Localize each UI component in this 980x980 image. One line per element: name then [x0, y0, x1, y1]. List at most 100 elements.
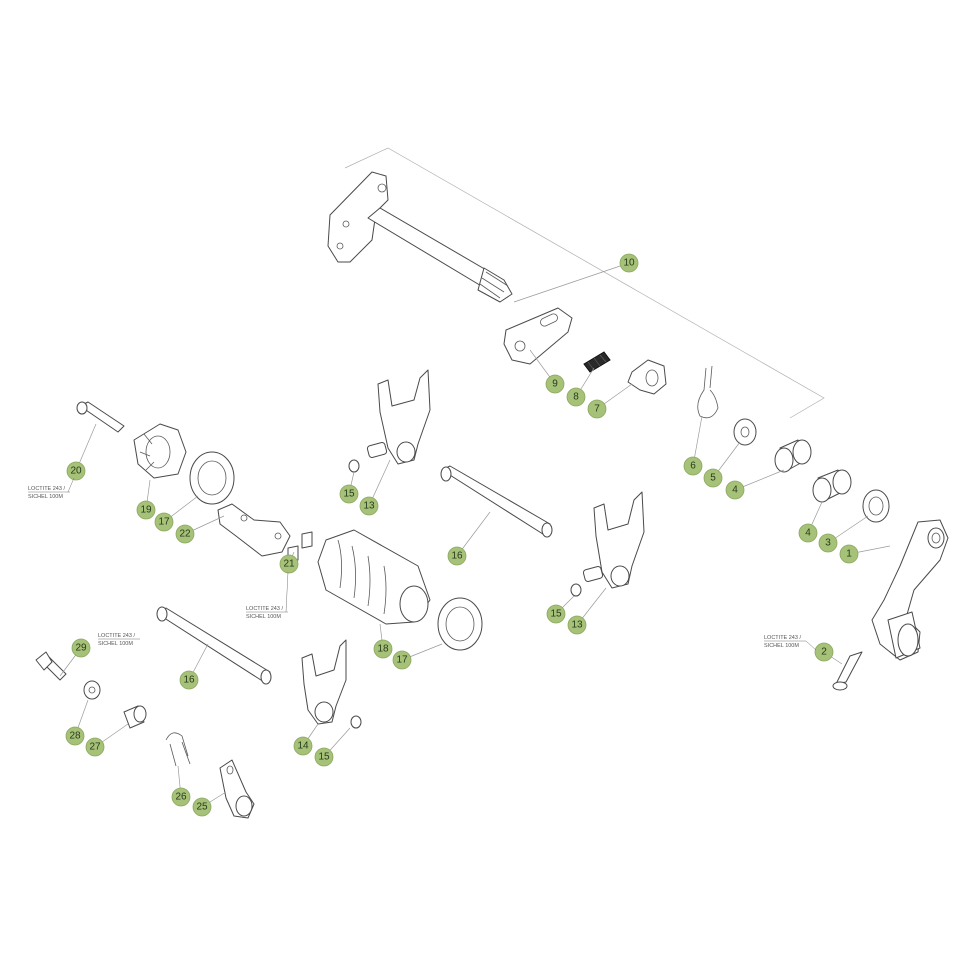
- callout-22[interactable]: 22: [175, 524, 195, 544]
- note-line-1: LOCTITE 243 /: [764, 635, 801, 641]
- callout-17a[interactable]: 17: [154, 512, 174, 532]
- callout-20[interactable]: 20: [66, 461, 86, 481]
- callout-label: 26: [175, 792, 187, 803]
- callout-label: 21: [283, 559, 295, 570]
- lever-25: [219, 759, 255, 819]
- spring: [583, 351, 611, 373]
- callout-4b[interactable]: 4: [725, 480, 745, 500]
- callout-label: 4: [805, 528, 811, 539]
- shift-drum: [317, 529, 431, 625]
- clip-26: [165, 732, 191, 767]
- callout-18[interactable]: 18: [373, 639, 393, 659]
- callout-label: 14: [297, 741, 309, 752]
- note-line-2: SICHEL 100M: [246, 614, 281, 620]
- callout-label: 15: [550, 609, 562, 620]
- callout-8[interactable]: 8: [566, 387, 586, 407]
- callout-25[interactable]: 25: [192, 797, 212, 817]
- callout-4a[interactable]: 4: [798, 523, 818, 543]
- callout-label: 17: [396, 655, 408, 666]
- callout-7[interactable]: 7: [587, 399, 607, 419]
- loctite-note-29: LOCTITE 243 / SICHEL 100M: [98, 633, 140, 647]
- callout-label: 29: [75, 643, 87, 654]
- callout-28[interactable]: 28: [65, 726, 85, 746]
- callout-label: 20: [70, 466, 82, 477]
- callout-21[interactable]: 21: [279, 554, 299, 574]
- note-line-1: LOCTITE 243 /: [28, 486, 65, 492]
- callout-15a[interactable]: 15: [339, 484, 359, 504]
- bushing-27: [123, 705, 147, 729]
- callout-13a[interactable]: 13: [359, 496, 379, 516]
- bearing-17b: [437, 597, 483, 651]
- callout-label: 8: [573, 392, 579, 403]
- guide-piece: [627, 359, 667, 395]
- callout-label: 4: [732, 485, 738, 496]
- callout-label: 10: [623, 258, 635, 269]
- fork-shaft-16b: [156, 606, 272, 685]
- callout-label: 15: [343, 489, 355, 500]
- callout-label: 27: [89, 742, 101, 753]
- callout-3[interactable]: 3: [818, 533, 838, 553]
- note-line-1: LOCTITE 243 /: [246, 606, 283, 612]
- roller-15c: [350, 715, 362, 729]
- shift-fork-13a: [366, 369, 431, 465]
- note-line-2: SICHEL 100M: [764, 643, 799, 649]
- callout-16a[interactable]: 16: [447, 546, 467, 566]
- callout-label: 6: [690, 461, 696, 472]
- shift-plate: [503, 307, 573, 365]
- callout-9[interactable]: 9: [545, 374, 565, 394]
- callout-label: 17: [158, 517, 170, 528]
- seal-ring-3: [862, 489, 890, 523]
- shift-lever: [871, 519, 949, 661]
- callout-5[interactable]: 5: [703, 468, 723, 488]
- callout-label: 16: [183, 675, 195, 686]
- callout-6[interactable]: 6: [683, 456, 703, 476]
- shift-fork-14: [301, 639, 347, 725]
- callout-13b[interactable]: 13: [567, 615, 587, 635]
- callout-27[interactable]: 27: [85, 737, 105, 757]
- callout-label: 16: [451, 551, 463, 562]
- loctite-note-21: LOCTITE 243 / SICHEL 100M: [246, 571, 289, 620]
- callout-label: 22: [179, 529, 191, 540]
- clip: [697, 365, 719, 419]
- callout-label: 18: [377, 644, 389, 655]
- callout-label: 7: [594, 404, 600, 415]
- shift-shaft: [327, 171, 513, 303]
- shift-drum-cam: [133, 423, 187, 479]
- loctite-note-2: LOCTITE 243 / SICHEL 100M: [764, 635, 817, 651]
- callout-16b[interactable]: 16: [179, 670, 199, 690]
- callout-19[interactable]: 19: [136, 500, 156, 520]
- callout-17b[interactable]: 17: [392, 650, 412, 670]
- callout-29[interactable]: 29: [71, 638, 91, 658]
- callout-1[interactable]: 1: [839, 544, 859, 564]
- note-line-2: SICHEL 100M: [98, 641, 133, 647]
- callout-label: 2: [821, 647, 827, 658]
- callout-10[interactable]: 10: [619, 253, 639, 273]
- callout-2[interactable]: 2: [814, 642, 834, 662]
- roller-15a: [348, 459, 360, 473]
- callout-14[interactable]: 14: [293, 736, 313, 756]
- callout-26[interactable]: 26: [171, 787, 191, 807]
- roller-15b: [570, 583, 582, 597]
- assembly-bracket: [344, 147, 825, 419]
- loctite-note-20: LOCTITE 243 / SICHEL 100M: [28, 477, 75, 500]
- callout-15c[interactable]: 15: [314, 747, 334, 767]
- callout-label: 5: [710, 473, 716, 484]
- washer-28: [83, 680, 101, 700]
- callout-label: 19: [140, 505, 152, 516]
- callout-15b[interactable]: 15: [546, 604, 566, 624]
- callout-label: 1: [846, 549, 852, 560]
- shift-fork-13b: [582, 491, 645, 589]
- fork-shaft-16a: [440, 465, 553, 538]
- bracket-plate: [217, 503, 291, 557]
- callout-label: 13: [571, 620, 583, 631]
- callout-label: 9: [552, 379, 558, 390]
- bearing-17a: [189, 451, 235, 505]
- bolt-20: [76, 401, 125, 433]
- callout-label: 28: [69, 731, 81, 742]
- callout-label: 15: [318, 752, 330, 763]
- washer-5: [733, 418, 757, 446]
- callout-label: 25: [196, 802, 208, 813]
- bushing-4b: [812, 469, 852, 503]
- bolt-29: [35, 651, 67, 681]
